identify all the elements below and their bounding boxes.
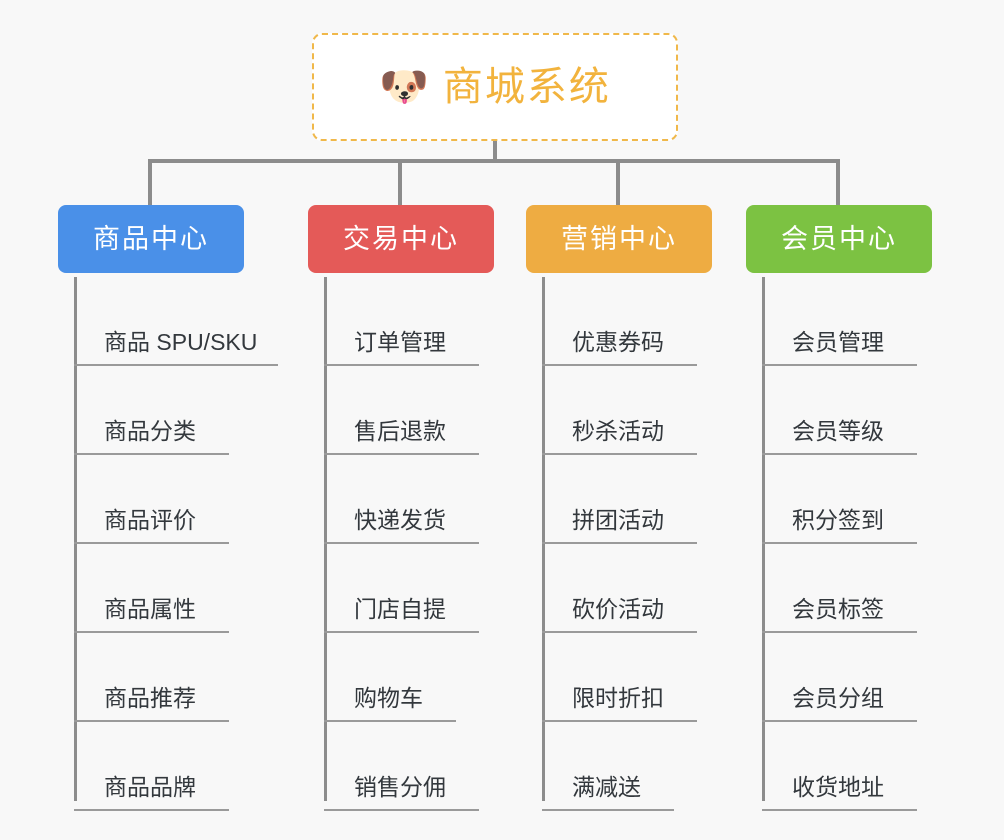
list-item[interactable]: 会员管理	[762, 277, 917, 366]
connector-horizontal-bus	[148, 159, 840, 163]
list-item[interactable]: 商品推荐	[74, 633, 229, 722]
leaf-label: 会员等级	[792, 418, 884, 444]
leaf-label: 商品分类	[104, 418, 196, 444]
connector-root-stem	[493, 141, 497, 163]
list-item[interactable]: 订单管理	[324, 277, 479, 366]
category-header-4-label: 会员中心	[781, 223, 897, 254]
category-header-1[interactable]: 商品中心	[58, 205, 244, 273]
list-item[interactable]: 商品属性	[74, 544, 229, 633]
list-item[interactable]: 积分签到	[762, 455, 917, 544]
root-node-shop-system[interactable]: 🐶 商城系统	[312, 33, 678, 141]
leaf-label: 拼团活动	[572, 507, 664, 533]
leaf-label: 会员分组	[792, 685, 884, 711]
leaf-label: 销售分佣	[354, 774, 446, 800]
list-item[interactable]: 售后退款	[324, 366, 479, 455]
leaf-label: 砍价活动	[572, 596, 664, 622]
category-header-2[interactable]: 交易中心	[308, 205, 494, 273]
list-item[interactable]: 会员等级	[762, 366, 917, 455]
connector-drop-1	[148, 159, 152, 207]
leaf-label: 收货地址	[792, 774, 884, 800]
category-header-3-label: 营销中心	[561, 223, 677, 254]
connector-drop-2	[398, 159, 402, 207]
leaf-label: 商品评价	[104, 507, 196, 533]
category-header-1-label: 商品中心	[93, 223, 209, 254]
list-item[interactable]: 购物车	[324, 633, 456, 722]
leaf-label: 门店自提	[354, 596, 446, 622]
connector-drop-4	[836, 159, 840, 207]
leaf-list-3: 优惠券码 秒杀活动 拼团活动 砍价活动 限时折扣 满减送	[542, 277, 697, 811]
list-item[interactable]: 销售分佣	[324, 722, 479, 811]
column-spine-3	[542, 277, 545, 801]
leaf-label: 会员标签	[792, 596, 884, 622]
list-item[interactable]: 限时折扣	[542, 633, 697, 722]
leaf-list-2: 订单管理 售后退款 快递发货 门店自提 购物车 销售分佣	[324, 277, 479, 811]
connector-drop-3	[616, 159, 620, 207]
leaf-label: 会员管理	[792, 329, 884, 355]
column-spine-4	[762, 277, 765, 801]
leaf-label: 商品品牌	[104, 774, 196, 800]
leaf-list-4: 会员管理 会员等级 积分签到 会员标签 会员分组 收货地址	[762, 277, 917, 811]
leaf-label: 售后退款	[354, 418, 446, 444]
leaf-label: 商品 SPU/SKU	[104, 329, 258, 355]
list-item[interactable]: 会员分组	[762, 633, 917, 722]
column-spine-1	[74, 277, 77, 801]
leaf-label: 积分签到	[792, 507, 884, 533]
leaf-label: 订单管理	[354, 329, 446, 355]
shiba-dog-face-icon: 🐶	[379, 65, 429, 109]
list-item[interactable]: 商品品牌	[74, 722, 229, 811]
category-header-3[interactable]: 营销中心	[526, 205, 712, 273]
leaf-label: 商品属性	[104, 596, 196, 622]
list-item[interactable]: 优惠券码	[542, 277, 697, 366]
list-item[interactable]: 快递发货	[324, 455, 479, 544]
list-item[interactable]: 商品 SPU/SKU	[74, 277, 278, 366]
leaf-label: 购物车	[354, 685, 423, 711]
leaf-label: 快递发货	[354, 507, 446, 533]
leaf-label: 满减送	[572, 774, 641, 800]
list-item[interactable]: 拼团活动	[542, 455, 697, 544]
list-item[interactable]: 商品分类	[74, 366, 229, 455]
list-item[interactable]: 收货地址	[762, 722, 917, 811]
list-item[interactable]: 满减送	[542, 722, 674, 811]
leaf-label: 商品推荐	[104, 685, 196, 711]
category-header-4[interactable]: 会员中心	[746, 205, 932, 273]
list-item[interactable]: 砍价活动	[542, 544, 697, 633]
list-item[interactable]: 秒杀活动	[542, 366, 697, 455]
leaf-label: 限时折扣	[572, 685, 664, 711]
leaf-label: 秒杀活动	[572, 418, 664, 444]
list-item[interactable]: 门店自提	[324, 544, 479, 633]
root-node-title: 商城系统	[442, 65, 611, 109]
list-item[interactable]: 会员标签	[762, 544, 917, 633]
list-item[interactable]: 商品评价	[74, 455, 229, 544]
leaf-label: 优惠券码	[572, 329, 664, 355]
column-spine-2	[324, 277, 327, 801]
leaf-list-1: 商品 SPU/SKU 商品分类 商品评价 商品属性 商品推荐 商品品牌	[74, 277, 278, 811]
category-header-2-label: 交易中心	[343, 223, 459, 254]
